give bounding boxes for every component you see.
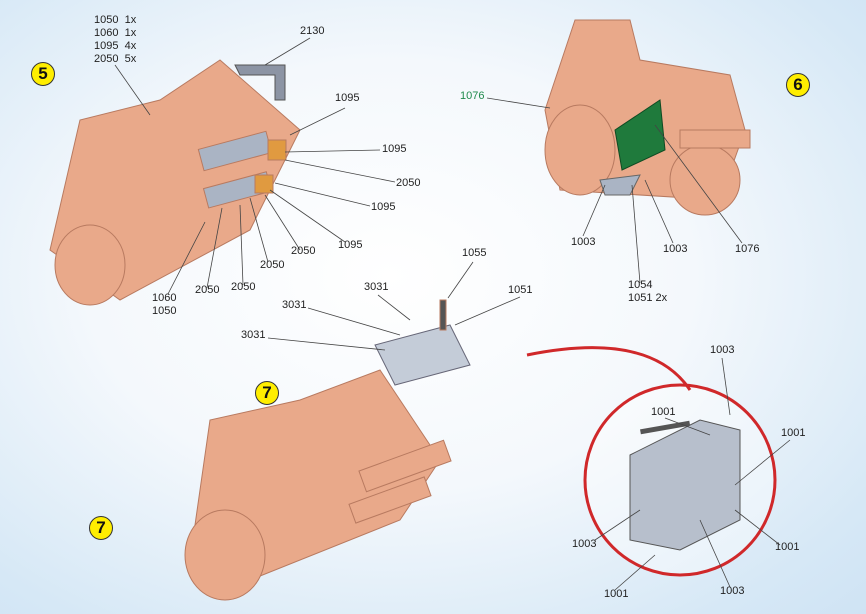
part-label: 1051 2x <box>628 292 668 304</box>
step5-model <box>49 59 301 306</box>
part-label: 1054 <box>628 279 653 291</box>
part-label: 3031 <box>282 299 307 311</box>
part-label: 1095 <box>371 201 396 213</box>
part-label: 1003 <box>710 344 735 356</box>
part-label: 2130 <box>300 25 325 37</box>
part-label: 2050 <box>195 284 220 296</box>
part-label: 3031 <box>364 281 389 293</box>
callout-lines <box>114 37 791 591</box>
part-label: 1076 <box>735 243 760 255</box>
step-7-badge-secondary: 7 <box>89 516 113 540</box>
part-label: 1001 <box>775 541 800 553</box>
parts-list-item: 2050 5x <box>94 53 137 65</box>
part-label: 1003 <box>663 243 688 255</box>
part-label: 2050 <box>231 281 256 293</box>
detail-view <box>526 346 777 577</box>
part-label: 1003 <box>572 538 597 550</box>
part-label: 2050 <box>396 177 421 189</box>
part-label: 1003 <box>720 585 745 597</box>
step6-model <box>544 19 751 216</box>
part-label: 1055 <box>462 247 487 259</box>
part-label: 1095 <box>335 92 360 104</box>
step7-model <box>184 299 471 601</box>
part-label: 1001 <box>781 427 806 439</box>
part-label: 3031 <box>241 329 266 341</box>
step-7-badge: 7 <box>255 381 279 405</box>
parts-list-item: 1050 1x <box>94 14 137 26</box>
part-label: 1001 <box>651 406 676 418</box>
step-5-badge: 5 <box>31 62 55 86</box>
part-label: 1095 <box>338 239 363 251</box>
step-6-badge: 6 <box>786 73 810 97</box>
part-label: 1003 <box>571 236 596 248</box>
part-label: 1060 <box>152 292 177 304</box>
part-label: 1095 <box>382 143 407 155</box>
part-label-highlighted: 1076 <box>460 90 485 102</box>
parts-list-item: 1095 4x <box>94 40 137 52</box>
part-label: 2050 <box>291 245 316 257</box>
part-label: 1050 <box>152 305 177 317</box>
parts-list-item: 1060 1x <box>94 27 137 39</box>
part-label: 1051 <box>508 284 533 296</box>
part-label: 2050 <box>260 259 285 271</box>
part-label: 1001 <box>604 588 629 600</box>
